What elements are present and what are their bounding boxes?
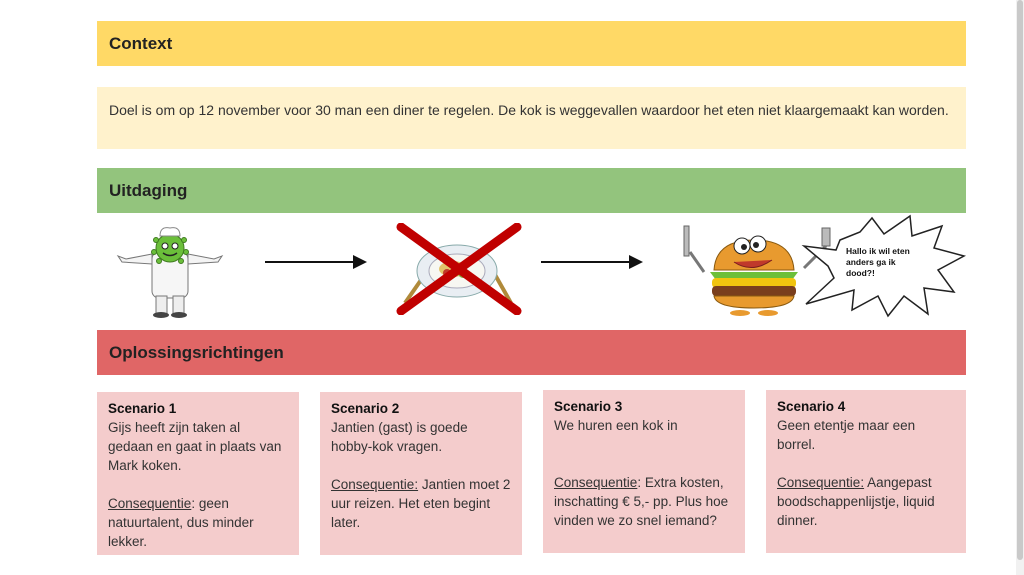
scenario-title: Scenario 2: [331, 401, 400, 416]
scenario-title: Scenario 1: [108, 401, 177, 416]
solutions-title: Oplossingsrichtingen: [109, 342, 284, 362]
arrow-1-icon: [265, 255, 367, 269]
consequence-text: : Extra kosten, inschatting € 5,- pp. Pl…: [554, 475, 729, 528]
consequence-label: Consequentie:: [331, 477, 419, 492]
consequence-text: Jantien moet 2 uur reizen. Het eten begi…: [331, 477, 511, 530]
arrow-2-icon: [541, 255, 643, 269]
scenario-card-3: Scenario 3 We huren een kok in Consequen…: [543, 390, 745, 553]
scenario-title: Scenario 3: [554, 399, 623, 414]
challenge-heading: Uitdaging: [97, 168, 966, 213]
virus-chef-icon: [116, 227, 224, 318]
scenario-text: Gijs heeft zijn taken al gedaan en gaat …: [108, 420, 282, 473]
scenario-card-2: Scenario 2 Jantien (gast) is goede hobby…: [320, 392, 522, 555]
consequence-label: Consequentie:: [777, 475, 865, 490]
hungry-burger-icon: [683, 225, 831, 316]
speech-bubble-icon: [801, 214, 967, 318]
challenge-title: Uitdaging: [109, 180, 188, 200]
context-text: Doel is om op 12 november voor 30 man ee…: [109, 102, 949, 118]
scenario-text: Jantien (gast) is goede hobby-kok vragen…: [331, 420, 468, 454]
vertical-scrollbar[interactable]: [1016, 0, 1024, 575]
scenario-card-1: Scenario 1 Gijs heeft zijn taken al geda…: [97, 392, 299, 555]
crossed-out-plate-icon: [396, 223, 522, 315]
consequence-text: Aangepast boodschappenlijstje, liquid di…: [777, 475, 935, 528]
scenario-card-4: Scenario 4 Geen etentje maar een borrel.…: [766, 390, 966, 553]
consequence-label: Consequentie: [554, 475, 638, 490]
context-title: Context: [109, 33, 173, 53]
consequence-text: : geen natuurtalent, dus minder lekker.: [108, 496, 254, 549]
solutions-heading: Oplossingsrichtingen: [97, 330, 966, 375]
context-heading: Context: [97, 21, 966, 66]
scenario-title: Scenario 4: [777, 399, 846, 414]
scrollbar-thumb[interactable]: [1017, 0, 1023, 560]
scenario-text: We huren een kok in: [554, 418, 678, 433]
context-body: Doel is om op 12 november voor 30 man ee…: [97, 87, 966, 149]
consequence-label: Consequentie: [108, 496, 192, 511]
scenario-text: Geen etentje maar een borrel.: [777, 418, 916, 452]
speech-bubble-text: Hallo ik wil eten anders ga ik dood?!: [846, 246, 910, 278]
